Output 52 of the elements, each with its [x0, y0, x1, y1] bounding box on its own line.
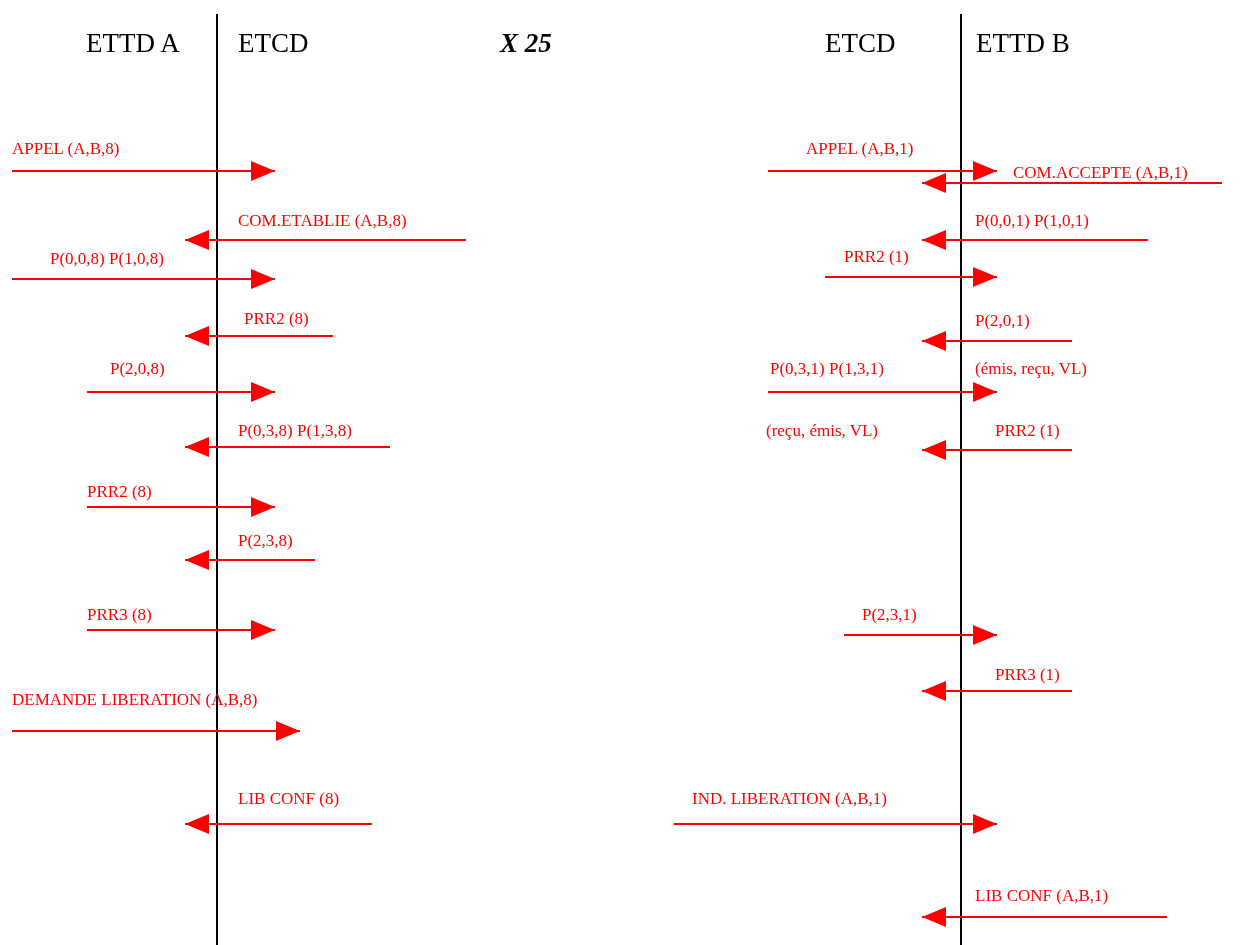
message-arrow	[921, 907, 1168, 927]
edge-label: APPEL (A,B,8)	[12, 140, 120, 157]
message-arrow	[86, 382, 276, 402]
message-arrow	[921, 230, 1149, 250]
message-arrow	[921, 173, 1223, 193]
interface-line	[216, 13, 218, 945]
message-arrow	[767, 382, 998, 402]
edge-label: PRR2 (8)	[244, 310, 309, 327]
column-heading: ETTD B	[976, 30, 1070, 57]
edge-label: P(0,0,1) P(1,0,1)	[975, 212, 1089, 229]
edge-label: PRR2 (8)	[87, 483, 152, 500]
edge-label: P(2,0,8)	[110, 360, 165, 377]
edge-label: LIB CONF (8)	[238, 790, 340, 807]
message-arrow	[184, 230, 467, 250]
edge-label: IND. LIBERATION (A,B,1)	[692, 790, 887, 807]
column-heading: ETCD	[825, 30, 896, 57]
edge-label: P(2,3,8)	[238, 532, 293, 549]
message-arrow	[11, 721, 301, 741]
message-arrow	[86, 497, 276, 517]
message-arrow	[921, 681, 1073, 701]
message-arrow	[184, 814, 373, 834]
column-heading: ETCD	[238, 30, 309, 57]
edge-label: P(0,0,8) P(1,0,8)	[50, 250, 164, 267]
edge-label: COM.ACCEPTE (A,B,1)	[1013, 164, 1188, 181]
message-arrow	[843, 625, 998, 645]
message-arrow	[86, 620, 276, 640]
edge-label: LIB CONF (A,B,1)	[975, 887, 1109, 904]
message-arrow	[921, 440, 1073, 460]
edge-label: PRR3 (1)	[995, 666, 1060, 683]
edge-label: P(2,3,1)	[862, 606, 917, 623]
edge-label: P(0,3,8) P(1,3,8)	[238, 422, 352, 439]
note-text: (émis, reçu, VL)	[975, 360, 1088, 377]
edge-label: COM.ETABLIE (A,B,8)	[238, 212, 407, 229]
edge-label: PRR3 (8)	[87, 606, 152, 623]
message-arrow	[11, 269, 276, 289]
column-heading: ETTD A	[86, 30, 180, 57]
message-arrow	[184, 437, 391, 457]
note-text: (reçu, émis, VL)	[766, 422, 879, 439]
message-arrow	[184, 326, 334, 346]
edge-label: P(2,0,1)	[975, 312, 1030, 329]
message-arrow	[767, 161, 998, 181]
message-arrow	[921, 331, 1073, 351]
message-arrow	[184, 550, 316, 570]
diagram-title: X 25	[500, 30, 552, 57]
edge-label: PRR2 (1)	[995, 422, 1060, 439]
edge-label: APPEL (A,B,1)	[806, 140, 914, 157]
message-arrow	[11, 161, 276, 181]
message-arrow	[673, 814, 998, 834]
interface-line	[960, 13, 962, 945]
message-arrow	[824, 267, 998, 287]
edge-label: P(0,3,1) P(1,3,1)	[770, 360, 884, 377]
edge-label: PRR2 (1)	[844, 248, 909, 265]
